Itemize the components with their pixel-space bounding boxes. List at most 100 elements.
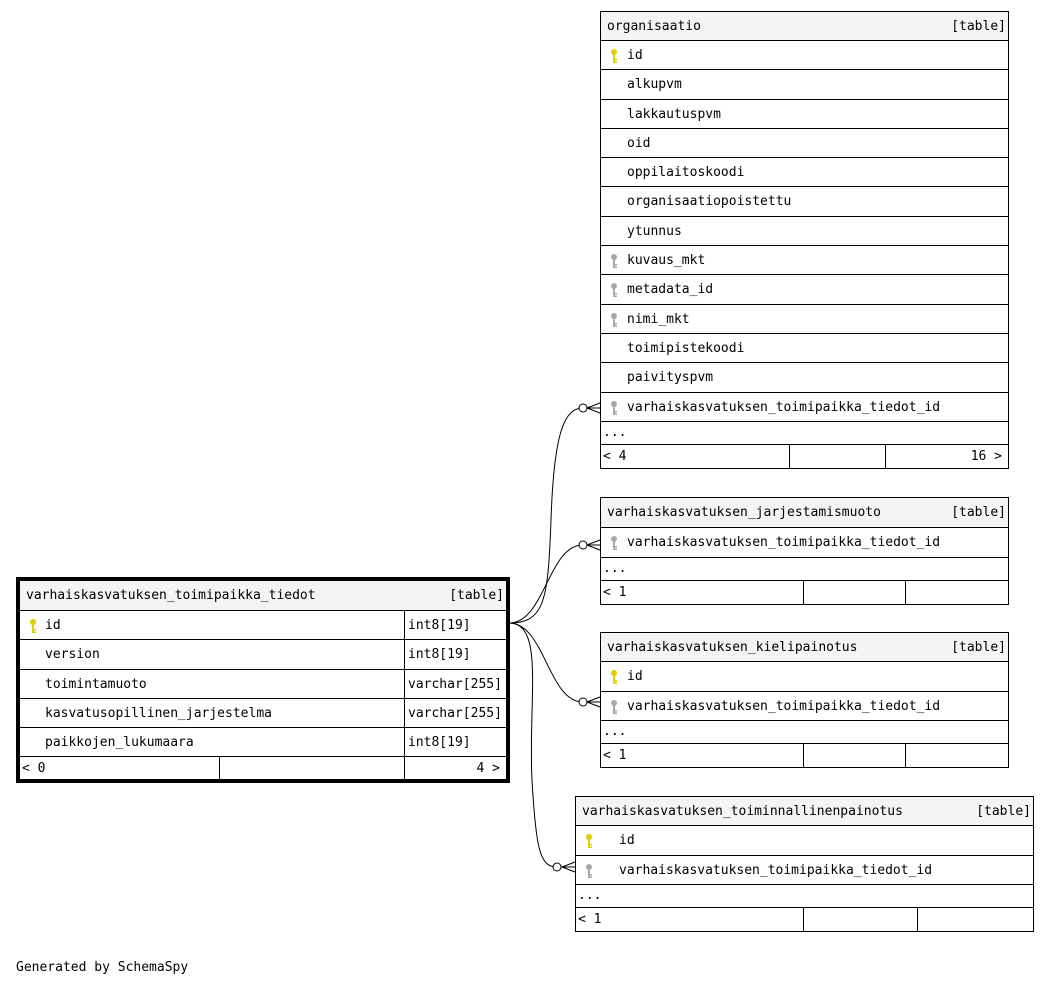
table-varhaiskasvatuksen-toiminnallinenpainotus[interactable]: varhaiskasvatuksen_toiminnallinenpainotu… <box>575 796 1034 932</box>
footer-cell <box>803 581 804 604</box>
column-name: id <box>627 669 643 684</box>
table-footer: < 4 16 > <box>601 444 1008 468</box>
column-row[interactable]: id <box>601 662 1008 692</box>
column-row[interactable]: nimi_mkt <box>601 305 1008 334</box>
link-jarjestamismuoto <box>508 544 600 624</box>
link-organisaatio <box>508 407 600 624</box>
more-columns: ... <box>601 422 1008 445</box>
column-name: kuvaus_mkt <box>627 253 706 269</box>
foreign-key-icon <box>610 253 618 269</box>
column-name: alkupvm <box>627 77 682 93</box>
table-varhaiskasvatuksen-toimipaikka-tiedot[interactable]: varhaiskasvatuksen_toimipaikka_tiedot [ta… <box>16 577 510 784</box>
table-kind: [table] <box>951 19 1006 34</box>
column-row[interactable]: alkupvm <box>601 70 1008 100</box>
table-name: varhaiskasvatuksen_jarjestamismuoto <box>607 505 881 520</box>
column-name: varhaiskasvatuksen_toimipaikka_tiedot_id <box>627 535 941 550</box>
footer-cell <box>905 744 906 767</box>
column-name: nimi_mkt <box>627 311 690 327</box>
column-name: toimipistekoodi <box>627 340 745 356</box>
table-header: varhaiskasvatuksen_toimipaikka_tiedot [ta… <box>20 581 506 611</box>
footer-cell <box>917 908 918 931</box>
link-kielipainotus <box>508 622 600 703</box>
column-row[interactable]: id <box>576 826 1033 856</box>
footer-cell <box>803 908 804 931</box>
table-header: organisaatio[table] <box>601 12 1008 41</box>
table-header: varhaiskasvatuksen_kielipainotus [table] <box>601 633 1008 662</box>
crowfoot-circle <box>552 862 562 872</box>
column-name: toimintamuoto <box>45 676 147 692</box>
crowfoot-circle <box>578 403 588 413</box>
foreign-key-icon <box>610 312 618 328</box>
table-footer: < 1 <box>601 581 1008 604</box>
column-name: metadata_id <box>627 282 714 298</box>
column-row[interactable]: metadata_id <box>601 275 1008 305</box>
column-name: kasvatusopillinen_jarjestelma <box>45 705 272 721</box>
column-name: varhaiskasvatuksen_toimipaikka_tiedot_id <box>619 862 933 878</box>
column-row[interactable]: oid <box>601 129 1008 159</box>
table-name: varhaiskasvatuksen_kielipainotus <box>607 640 858 655</box>
parents-count[interactable]: < 1 <box>578 912 602 927</box>
column-name: oppilaitoskoodi <box>627 165 745 181</box>
table-footer: < 1 <box>576 908 1033 931</box>
column-name: paivityspvm <box>627 370 714 386</box>
generated-by-label: Generated by SchemaSpy <box>16 960 189 975</box>
table-header: varhaiskasvatuksen_toiminnallinenpainotu… <box>576 797 1033 826</box>
column-type: varchar[255] <box>404 698 506 728</box>
column-type: int8[19] <box>404 728 506 757</box>
primary-key-icon <box>610 669 618 685</box>
foreign-key-icon <box>610 282 618 298</box>
column-name: organisaatiopoistettu <box>627 194 792 210</box>
column-name: paikkojen_lukumaara <box>45 735 194 751</box>
foreign-key-icon <box>610 400 618 416</box>
column-row[interactable]: varhaiskasvatuksen_toimipaikka_tiedot_id <box>601 692 1008 721</box>
crowfoot-circle <box>578 697 588 707</box>
crowfoot-circle <box>578 540 588 550</box>
primary-key-icon <box>29 618 37 634</box>
column-row[interactable]: oppilaitoskoodi <box>601 158 1008 188</box>
primary-key-icon <box>585 833 593 849</box>
table-name: varhaiskasvatuksen_toimipaikka_tiedot <box>26 588 316 603</box>
primary-key-icon <box>610 48 618 64</box>
children-count[interactable]: 16 > <box>970 448 1002 464</box>
table-name: varhaiskasvatuksen_toiminnallinenpainotu… <box>582 804 903 819</box>
column-row[interactable]: organisaatiopoistettu <box>601 187 1008 217</box>
table-varhaiskasvatuksen-jarjestamismuoto[interactable]: varhaiskasvatuksen_jarjestamismuoto [tabl… <box>600 497 1009 605</box>
column-row[interactable]: ytunnus <box>601 217 1008 247</box>
column-row[interactable]: varhaiskasvatuksen_toimipaikka_tiedot_id <box>576 856 1033 885</box>
foreign-key-icon <box>585 863 593 879</box>
column-row[interactable]: toimipistekoodi <box>601 334 1008 364</box>
column-row[interactable]: toimintamuoto varchar[255] <box>20 669 506 699</box>
column-row[interactable]: kasvatusopillinen_jarjestelma varchar[255… <box>20 698 506 729</box>
parents-count[interactable]: < 4 <box>603 448 627 464</box>
column-row[interactable]: id <box>601 41 1008 71</box>
footer-cell <box>803 744 804 767</box>
table-footer: < 1 <box>601 744 1008 767</box>
table-varhaiskasvatuksen-kielipainotus[interactable]: varhaiskasvatuksen_kielipainotus [table] i… <box>600 632 1009 768</box>
parents-count[interactable]: < 1 <box>603 585 627 600</box>
column-type: int8[19] <box>404 640 506 669</box>
parents-count[interactable]: < 1 <box>603 748 627 763</box>
footer-cell <box>905 581 906 604</box>
more-columns: ... <box>576 885 1033 908</box>
parents-count[interactable]: < 0 <box>22 761 46 777</box>
table-kind: [table] <box>951 505 1006 520</box>
column-row[interactable]: version int8[19] <box>20 640 506 670</box>
table-organisaatio[interactable]: organisaatio[table]id alkupvm lakkautuspvm… <box>600 11 1009 469</box>
column-row[interactable]: paikkojen_lukumaara int8[19] <box>20 728 506 758</box>
children-count[interactable]: 4 > <box>476 761 500 777</box>
column-row[interactable]: kuvaus_mkt <box>601 246 1008 276</box>
column-row[interactable]: varhaiskasvatuksen_toimipaikka_tiedot_id <box>601 528 1008 558</box>
column-row[interactable]: paivityspvm <box>601 363 1008 393</box>
table-kind: [table] <box>449 588 504 603</box>
column-name: varhaiskasvatuksen_toimipaikka_tiedot_id <box>627 399 941 415</box>
column-row[interactable]: lakkautuspvm <box>601 100 1008 129</box>
table-kind: [table] <box>951 640 1006 655</box>
table-footer: < 0 4 > <box>20 757 506 780</box>
link-toiminnallinenpainotus <box>508 622 575 868</box>
column-name: version <box>45 647 100 663</box>
footer-cell <box>404 757 405 780</box>
column-row[interactable]: varhaiskasvatuksen_toimipaikka_tiedot_id <box>601 393 1008 422</box>
column-type: varchar[255] <box>404 669 506 698</box>
